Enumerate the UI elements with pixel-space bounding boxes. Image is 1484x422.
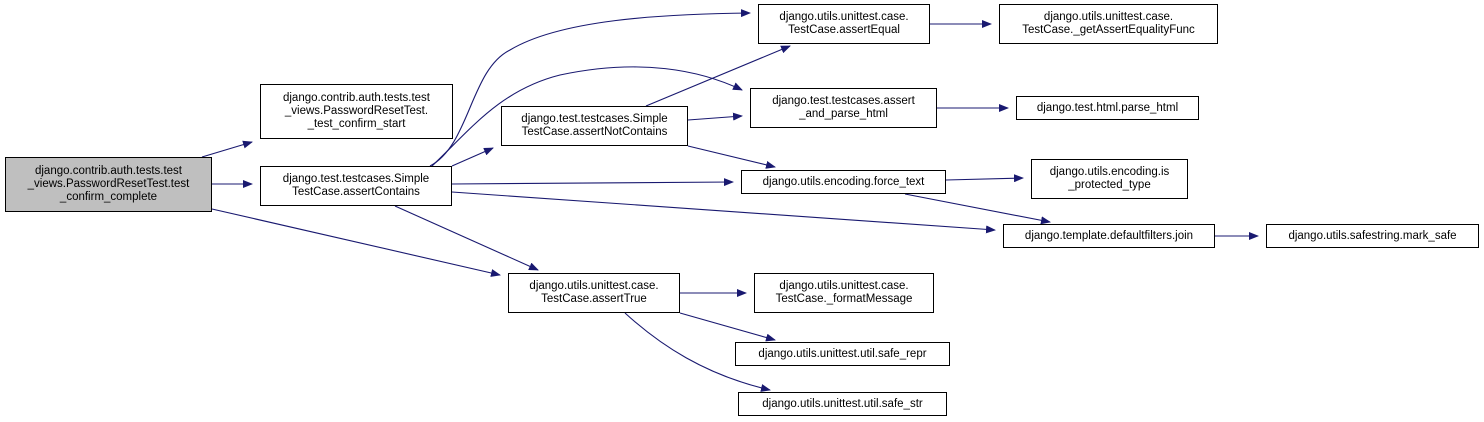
edge-assert_contains-to-force_text: [451, 178, 734, 187]
node-testcases-assert-and-parse-html[interactable]: django.test.testcases.assert _and_parse_…: [750, 88, 937, 128]
node-unittest-testcase-assert-equal[interactable]: django.utils.unittest.case. TestCase.ass…: [758, 4, 930, 44]
node-line: django.contrib.auth.tests.test: [34, 165, 183, 177]
node-line: django.test.testcases.Simple: [521, 113, 668, 125]
node-password-reset-test-confirm-start[interactable]: django.contrib.auth.tests.test _views.Pa…: [260, 84, 453, 139]
node-line: django.utils.encoding.force_text: [762, 175, 925, 188]
node-line: TestCase._formatMessage: [775, 293, 913, 305]
edge-assert_true-to-safe_repr: [679, 312, 776, 342]
node-line: _views.PasswordResetTest.: [284, 105, 429, 117]
node-line: _views.PasswordResetTest.test: [27, 178, 190, 190]
node-line: django.utils.unittest.case.: [529, 280, 659, 292]
node-line: django.utils.unittest.case.: [1043, 11, 1174, 23]
node-unittest-testcase-get-assert-equality-func[interactable]: django.utils.unittest.case. TestCase._ge…: [999, 4, 1218, 44]
node-unittest-testcase-format-message[interactable]: django.utils.unittest.case. TestCase._fo…: [754, 273, 934, 313]
edge-assert_contains-to-assert_equal: [429, 9, 751, 167]
edge-assert_contains-to-join: [451, 191, 996, 234]
node-encoding-is-protected-type[interactable]: django.utils.encoding.is _protected_type: [1031, 159, 1188, 199]
node-line: _confirm_complete: [59, 191, 158, 203]
node-safestring-mark-safe[interactable]: django.utils.safestring.mark_safe: [1266, 224, 1479, 248]
node-line: django.utils.unittest.util.safe_str: [762, 397, 923, 410]
edge-assert_not_contains-to-force_text: [687, 145, 776, 169]
node-line: django.utils.unittest.util.safe_repr: [758, 347, 927, 360]
node-line: django.utils.unittest.case.: [779, 11, 909, 23]
edge-assert_not_contains-to-assert_equal: [645, 45, 791, 107]
node-line: django.template.defaultfilters.join: [1024, 229, 1194, 242]
edge-assert_true-to-safe_str: [624, 312, 771, 392]
node-line: TestCase.assertContains: [292, 186, 420, 198]
node-unittest-testcase-assert-true[interactable]: django.utils.unittest.case. TestCase.ass…: [508, 273, 680, 313]
edge-root-to-confirm_start: [201, 140, 253, 158]
node-defaultfilters-join[interactable]: django.template.defaultfilters.join: [1003, 224, 1215, 248]
edge-force_text-to-join: [904, 193, 1051, 225]
node-line: TestCase.assertEqual: [788, 24, 900, 36]
node-simple-testcase-assert-contains[interactable]: django.test.testcases.Simple TestCase.as…: [260, 166, 452, 206]
node-line: django.utils.encoding.is: [1049, 166, 1170, 178]
node-line: django.contrib.auth.tests.test: [282, 92, 431, 104]
edge-assert_contains-to-assert_not_contains: [451, 147, 494, 167]
node-unittest-util-safe-repr[interactable]: django.utils.unittest.util.safe_repr: [735, 342, 950, 366]
node-line: django.utils.safestring.mark_safe: [1288, 229, 1457, 242]
node-line: TestCase.assertNotContains: [521, 126, 668, 138]
node-line: _and_parse_html: [799, 108, 888, 120]
edge-force_text-to-is_protected_type: [945, 174, 1024, 183]
node-line: TestCase.assertTrue: [541, 293, 647, 305]
node-line: django.utils.unittest.case.: [779, 280, 909, 292]
edge-root-to-assert_true: [211, 208, 501, 277]
node-line: _test_confirm_start: [307, 118, 406, 130]
node-line: _protected_type: [1068, 179, 1151, 191]
edge-assert_contains-to-assert_and_parse_html: [431, 66, 743, 167]
node-simple-testcase-assert-not-contains[interactable]: django.test.testcases.Simple TestCase.as…: [501, 106, 688, 146]
node-root-password-reset-test-confirm-complete[interactable]: django.contrib.auth.tests.test _views.Pa…: [5, 157, 212, 212]
node-encoding-force-text[interactable]: django.utils.encoding.force_text: [741, 170, 946, 194]
node-line: TestCase._getAssertEqualityFunc: [1022, 24, 1195, 36]
node-line: django.test.testcases.Simple: [282, 173, 430, 185]
node-line: django.test.testcases.assert: [772, 95, 915, 107]
edge-assert_contains-to-assert_true: [394, 205, 539, 271]
node-unittest-util-safe-str[interactable]: django.utils.unittest.util.safe_str: [738, 392, 947, 416]
node-line: django.test.html.parse_html: [1036, 101, 1179, 114]
node-html-parse-html[interactable]: django.test.html.parse_html: [1016, 96, 1199, 120]
edge-assert_not_contains-to-assert_and_parse_html: [687, 112, 743, 121]
